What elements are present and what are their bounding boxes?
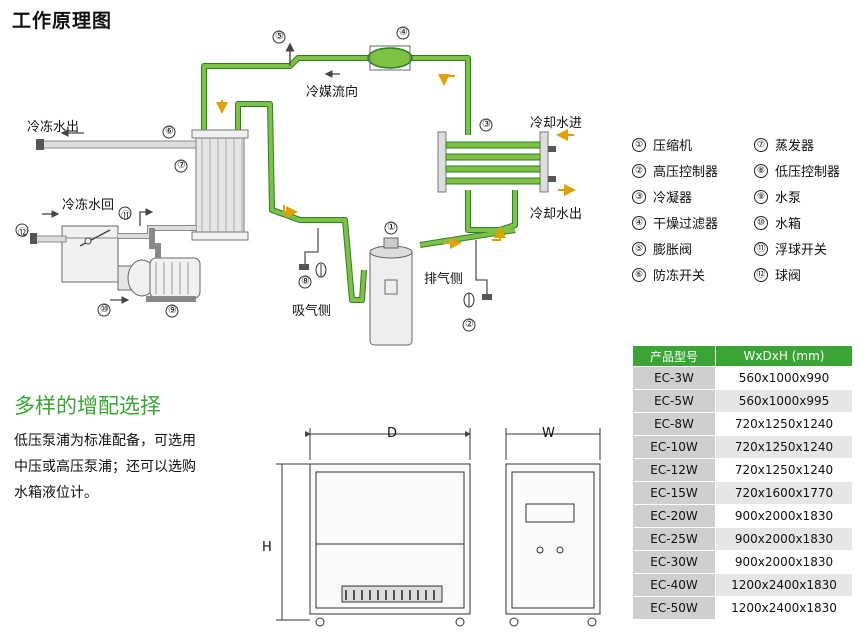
chilled-water-return-label: 冷冻水回: [62, 198, 115, 213]
marker-4: ④: [399, 27, 408, 38]
options-description: 低压泵浦为标准配备，可选用 中压或高压泵浦；还可以选购 水箱液位计。: [14, 433, 196, 501]
water-pump: [117, 257, 201, 302]
marker-12: ⑫: [18, 228, 28, 239]
marker-5: ⑤: [275, 31, 284, 42]
chilled-water-out-pipe: [37, 140, 197, 149]
header-dimensions: WxDxH (mm): [715, 345, 853, 367]
condenser: [437, 131, 549, 193]
refrigerant-flow-label: 冷媒流向: [306, 85, 359, 100]
marker-8: ⑧: [301, 276, 310, 287]
dimension-h-label: H: [262, 540, 272, 555]
marker-3: ③: [482, 119, 491, 130]
marker-6: ⑥: [165, 126, 174, 137]
marker-1: ①: [387, 222, 396, 233]
suction-side-label: 吸气侧: [292, 304, 332, 319]
dimension-d-label: D: [387, 426, 398, 441]
cooling-water-out-label: 冷却水出: [530, 207, 583, 222]
page-title: 工作原理图: [12, 10, 113, 32]
chilled-water-out-label: 冷冻水出: [27, 120, 80, 135]
marker-9: ⑨: [168, 305, 177, 316]
working-principle-diagram: [15, 26, 576, 346]
cooling-water-in-label: 冷却水进: [530, 116, 583, 131]
marker-2: ②: [465, 319, 474, 330]
water-tank: [61, 225, 119, 283]
header-model: 产品型号: [632, 345, 716, 367]
dimension-drawing: [276, 428, 601, 627]
discharge-side-label: 排气侧: [424, 272, 464, 287]
low-pressure-controller: [304, 228, 319, 266]
evaporator: [191, 129, 249, 241]
marker-11: ⑪: [121, 211, 131, 222]
marker-7: ⑦: [177, 160, 186, 171]
options-title: 多样的增配选择: [14, 394, 161, 418]
marker-10: ⑩: [100, 304, 109, 315]
dimension-w-label: W: [542, 426, 555, 441]
dryer-filter: [367, 47, 413, 69]
compressor: [369, 237, 413, 346]
high-pressure-controller: [475, 240, 488, 294]
